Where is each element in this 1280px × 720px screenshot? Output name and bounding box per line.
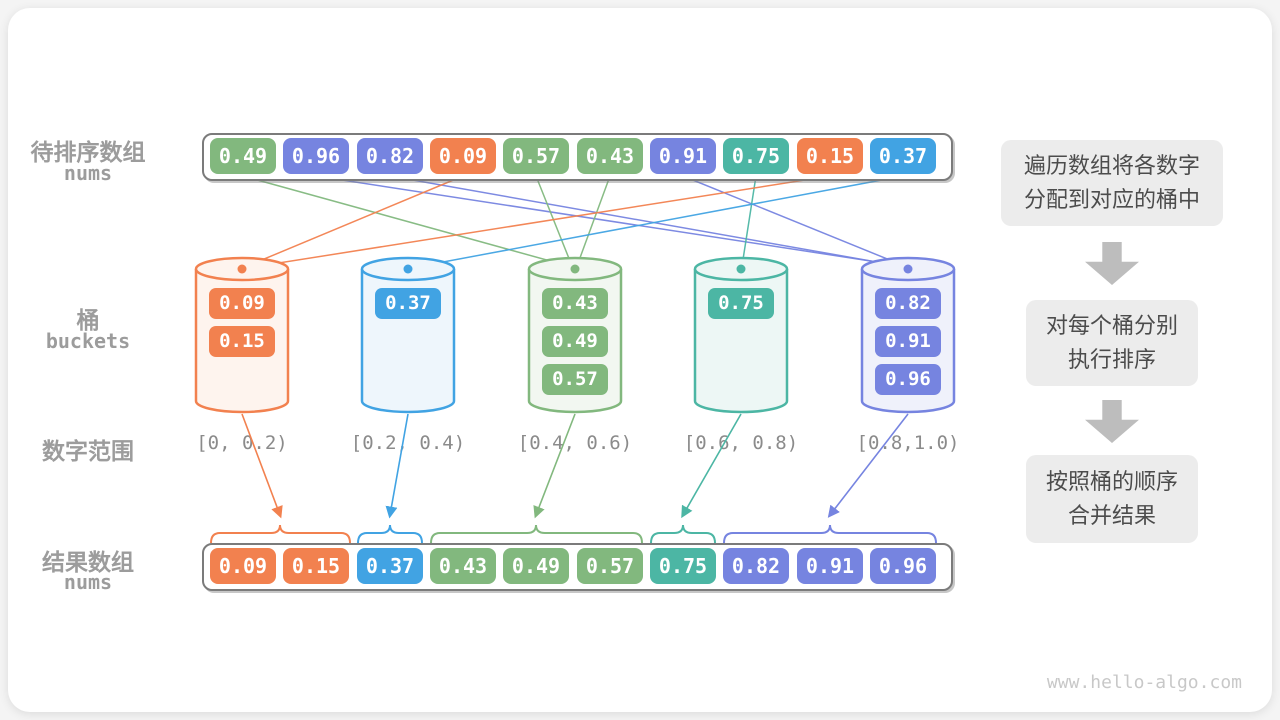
result-array-cell: 0.49 [503, 548, 569, 584]
top-array-cell: 0.15 [797, 138, 863, 174]
bucket-value: 0.49 [542, 326, 608, 357]
top-array-cell: 0.37 [870, 138, 936, 174]
step-text-line: 执行排序 [1067, 347, 1156, 372]
watermark: www.hello-algo.com [1046, 672, 1242, 693]
result-array-cell: 0.96 [870, 548, 936, 584]
range-label-4: [0.8,1.0) [856, 432, 960, 454]
buckets-label-en: buckets [45, 329, 131, 353]
bucket-value: 0.09 [209, 288, 275, 319]
result-array-cell: 0.82 [723, 548, 789, 584]
range-row-label: 数字范围 [42, 438, 134, 464]
top-array-cell: 0.91 [650, 138, 716, 174]
top-array-cell: 0.49 [210, 138, 276, 174]
top-array-label-en: nums [63, 161, 113, 185]
step-box-sort: 对每个桶分别 执行排序 [1026, 300, 1198, 386]
result-array-cell: 0.43 [430, 548, 496, 584]
top-array-cell: 0.82 [357, 138, 423, 174]
range-label-0: [0, 0.2) [196, 432, 288, 454]
top-array-cell: 0.75 [723, 138, 789, 174]
top-array-label-zh: 待排序数组 [30, 139, 146, 165]
result-array-cell: 0.57 [577, 548, 643, 584]
bucket-value: 0.75 [708, 288, 774, 319]
step-text-line: 分配到对应的桶中 [1023, 187, 1200, 212]
result-array-cell: 0.37 [357, 548, 423, 584]
bucket-value: 0.91 [875, 326, 941, 357]
range-label-3: [0.6, 0.8) [683, 432, 799, 454]
result-array-label-en: nums [63, 570, 113, 594]
step-text-line: 按照桶的顺序 [1045, 469, 1178, 494]
top-array-cell: 0.43 [577, 138, 643, 174]
result-array-cell: 0.15 [283, 548, 349, 584]
top-array-cell: 0.57 [503, 138, 569, 174]
bucket-value: 0.82 [875, 288, 941, 319]
result-array-cell: 0.09 [210, 548, 276, 584]
top-array-cell: 0.96 [283, 138, 349, 174]
range-label-2: [0.4, 0.6) [517, 432, 633, 454]
bucket-value: 0.37 [375, 288, 441, 319]
buckets-label-zh: 桶 [76, 307, 100, 333]
step-box-distribute: 遍历数组将各数字 分配到对应的桶中 [1001, 140, 1223, 226]
step-box-merge: 按照桶的顺序 合并结果 [1026, 455, 1198, 543]
bucket-value: 0.15 [209, 326, 275, 357]
bucket-value: 0.57 [542, 364, 608, 395]
top-array-cell: 0.09 [430, 138, 496, 174]
step-text-line: 对每个桶分别 [1045, 313, 1178, 338]
step-text-line: 遍历数组将各数字 [1023, 153, 1200, 178]
step-text-line: 合并结果 [1067, 503, 1156, 528]
bucket-value: 0.43 [542, 288, 608, 319]
result-array-label-zh: 结果数组 [42, 549, 134, 575]
range-label-1: [0.2, 0.4) [350, 432, 466, 454]
bucket-value: 0.96 [875, 364, 941, 395]
result-array-cell: 0.91 [797, 548, 863, 584]
result-array-cell: 0.75 [650, 548, 716, 584]
